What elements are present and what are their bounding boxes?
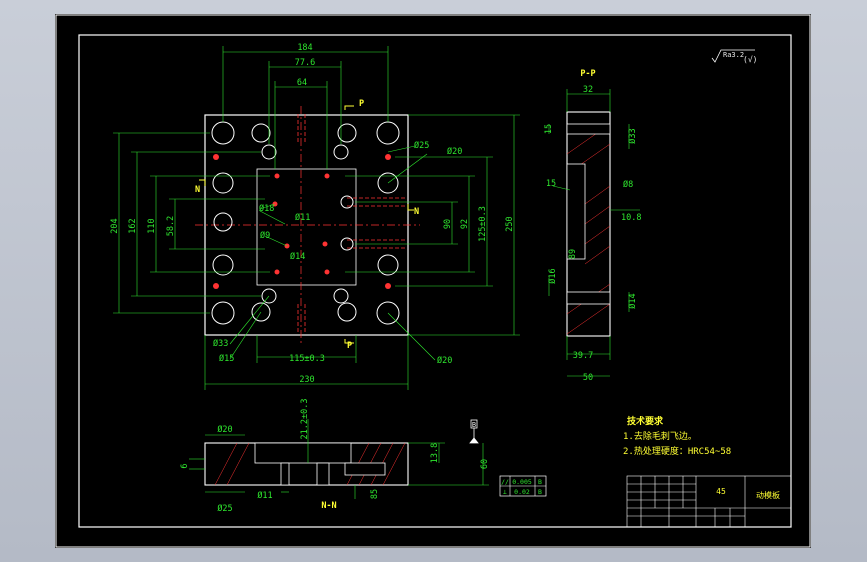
ejector-hole-2 [340,237,354,251]
pp-dim-o14: Ø14 [627,293,638,308]
pp-dim-o8: Ø8 [623,179,633,190]
surface-roughness-symbol: Ra3.2 (√) [711,49,757,64]
outer-frame [55,14,811,548]
title-block-material: 45 [716,487,726,496]
bolt-hole-1 [261,144,277,160]
section-mark-n-right: N [414,207,419,217]
section-p-p [548,89,640,377]
guide-hole-tr [376,121,400,145]
pp-title: P-P [580,69,595,79]
bolt-hole-4 [333,288,349,304]
hole-left-1 [212,172,234,194]
callout-o20-top: Ø20 [447,146,462,157]
nn-title: N-N [321,501,336,511]
dim-115: 115±0.3 [289,354,325,364]
svg-text:(√): (√) [743,55,757,64]
svg-text://: // [501,478,509,486]
hole-left-2 [213,212,233,232]
nn-dim-6: 6 [180,463,190,468]
hole-right-2 [377,254,399,276]
nn-dim-21-2: 21.2±0.3 [300,399,310,440]
guide-hole-br [376,301,400,325]
main-plan-view [113,46,520,390]
dim-92: 92 [460,219,470,229]
section-mark-p-bottom: P [347,341,352,351]
requirements-title: 技术要求 [627,415,664,427]
callout-o18: Ø18 [259,203,274,214]
pp-dim-15b: 15 [546,179,556,189]
pp-dim-10-8: 10.8 [621,213,641,223]
pp-dim-39-7: 39.7 [573,351,593,361]
svg-text:0.005: 0.005 [512,478,532,486]
title-block-part-name: 动模板 [756,490,780,500]
requirement-1: 1.去除毛刺飞边。 [623,430,697,442]
svg-text:B: B [538,478,542,486]
dim-250: 250 [505,216,515,231]
dim-64: 64 [297,78,307,88]
svg-text:B: B [538,488,542,496]
pp-dim-o33: Ø33 [627,128,638,143]
pp-dim-89: 89 [568,249,578,259]
dim-110: 110 [147,218,157,233]
hole-bot-2 [337,302,357,322]
guide-hole-bl [211,301,235,325]
drawing-sheet: 184 77.6 64 204 162 110 58.2 90 92 125±0… [55,14,811,548]
section-mark-n-left: N [195,185,200,195]
bolt-hole-3 [261,288,277,304]
hole-top-1 [251,123,271,143]
pp-dim-15a: 15 [544,124,554,134]
callout-o25: Ø25 [414,140,429,151]
dim-77-6: 77.6 [295,58,315,68]
guide-hole-tl [211,121,235,145]
dim-125: 125±0.3 [478,206,488,242]
svg-text:Ra3.2: Ra3.2 [723,51,744,59]
nn-o11: Ø11 [257,490,272,501]
nn-o20: Ø20 [217,424,232,435]
technical-requirements: 技术要求 1.去除毛刺飞边。 2.热处理硬度：HRC54~58 [623,415,731,457]
nn-o25: Ø25 [217,503,232,514]
drawing-canvas: 184 77.6 64 204 162 110 58.2 90 92 125±0… [55,14,811,548]
dim-162: 162 [128,218,138,233]
bolt-hole-2 [333,144,349,160]
ejector-hole-1 [340,195,354,209]
pp-dim-50: 50 [583,373,593,383]
svg-text:0.02: 0.02 [514,488,530,496]
inner-frame [78,34,792,528]
dim-204: 204 [110,218,120,233]
requirement-2: 2.热处理硬度：HRC54~58 [623,445,731,457]
hole-right-1 [377,172,399,194]
dim-58-2: 58.2 [166,216,176,236]
dim-184: 184 [297,43,312,53]
title-block [626,475,792,528]
callout-o20-bottom: Ø20 [437,355,452,366]
nn-dim-13-8: 13.8 [430,443,440,463]
hole-bot-1 [251,302,271,322]
tolerance-frame: // 0.005 B ⊥ 0.02 B [499,475,547,497]
pp-dim-o16: Ø16 [547,268,558,283]
datum-b: B [472,421,476,429]
callout-o14: Ø14 [290,251,305,262]
hole-left-3 [212,254,234,276]
cavity-outline [256,168,357,286]
callout-o11: Ø11 [295,212,310,223]
nn-dim-85: 85 [370,489,380,499]
svg-text:⊥: ⊥ [503,488,507,496]
nn-dim-60: 60 [480,459,490,469]
dim-90: 90 [443,219,453,229]
callout-o15: Ø15 [219,353,234,364]
dim-230: 230 [299,375,314,385]
pp-dim-32: 32 [583,85,593,95]
callout-o33: Ø33 [213,338,228,349]
section-mark-p-top: P [359,99,364,109]
section-n-n [189,419,489,499]
callout-o9: Ø9 [260,230,270,241]
hole-top-2 [337,123,357,143]
